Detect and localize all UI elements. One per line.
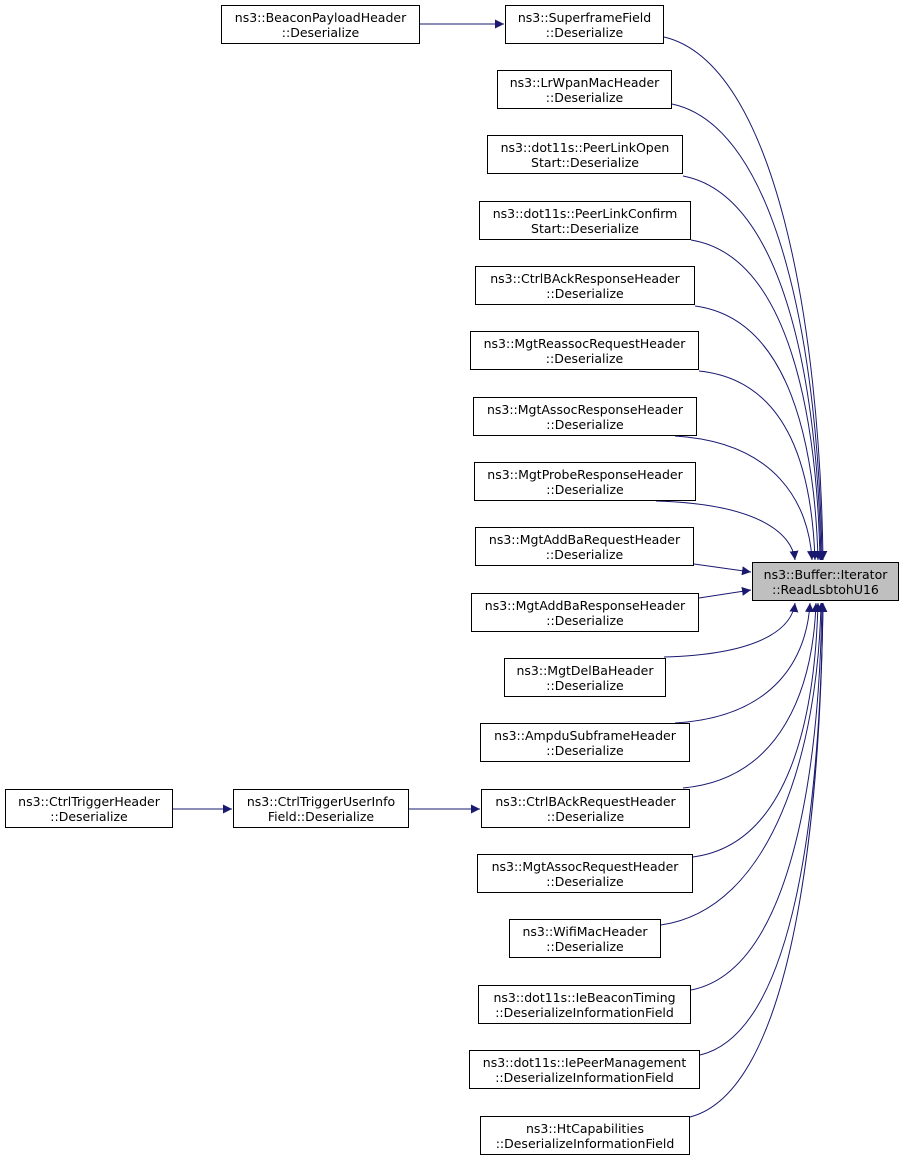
node-label-line2: ::Deserialize <box>545 24 624 40</box>
node-ht-capabilities[interactable]: ns3::HtCapabilities ::DeserializeInforma… <box>480 1116 690 1155</box>
edge-caller-0 <box>663 36 828 561</box>
edge-caller-12 <box>682 602 821 789</box>
node-label-line1: ns3::MgtDelBaHeader <box>516 662 654 678</box>
edge-caller-11 <box>674 602 814 724</box>
node-lrwpan-mac-header[interactable]: ns3::LrWpanMacHeader ::Deserialize <box>497 70 672 109</box>
node-ampdu-subframe-header[interactable]: ns3::AmpduSubframeHeader ::Deserialize <box>480 723 690 762</box>
edge-caller-2 <box>682 175 826 561</box>
edge-caller-13 <box>692 602 823 858</box>
node-label-line1: ns3::AmpduSubframeHeader <box>494 727 676 743</box>
node-label-line1: ns3::MgtAssocResponseHeader <box>486 401 684 417</box>
node-label-line1: ns3::SuperframeField <box>517 9 652 25</box>
node-label-line1: ns3::CtrlBAckResponseHeader <box>490 270 680 286</box>
node-label-line2: ::Deserialize <box>546 808 625 824</box>
node-mgt-addba-response-header[interactable]: ns3::MgtAddBaResponseHeader ::Deserializ… <box>471 593 699 632</box>
node-mgt-assoc-response-header[interactable]: ns3::MgtAssocResponseHeader ::Deserializ… <box>473 397 697 436</box>
node-mgt-reassoc-request-header[interactable]: ns3::MgtReassocRequestHeader ::Deseriali… <box>470 331 699 370</box>
node-label-line2: ::DeserializeInformationField <box>495 1069 674 1085</box>
edge-caller-1 <box>671 103 827 561</box>
node-label-line1: ns3::dot11s::PeerLinkConfirm <box>492 205 678 221</box>
node-label-line2: ::DeserializeInformationField <box>495 1004 674 1020</box>
node-mgt-delba-header[interactable]: ns3::MgtDelBaHeader ::Deserialize <box>504 658 666 697</box>
node-label-line1: ns3::CtrlTriggerUserInfo <box>246 793 396 809</box>
node-label-line2: ::ReadLsbtohU16 <box>772 581 879 597</box>
node-label-line1: ns3::MgtAddBaResponseHeader <box>484 597 686 613</box>
node-label-line1: ns3::dot11s::IePeerManagement <box>482 1054 687 1070</box>
node-ie-peer-management[interactable]: ns3::dot11s::IePeerManagement ::Deserial… <box>469 1050 700 1089</box>
node-label-line2: Start::Deserialize <box>531 154 639 170</box>
edge-caller-15 <box>690 602 827 991</box>
node-label-line2: ::Deserialize <box>546 285 624 301</box>
node-label-line1: ns3::Buffer::Iterator <box>763 566 888 582</box>
node-label-line2: ::Deserialize <box>545 546 624 562</box>
edge-caller-8 <box>693 563 752 576</box>
node-ctrl-back-request-header[interactable]: ns3::CtrlBAckRequestHeader ::Deserialize <box>481 789 690 828</box>
node-label-line1: ns3::MgtAddBaRequestHeader <box>488 531 681 547</box>
node-ctrl-trigger-header[interactable]: ns3::CtrlTriggerHeader ::Deserialize <box>5 789 173 828</box>
node-label-line2: ::Deserialize <box>546 416 624 432</box>
node-label-line2: Start::Deserialize <box>531 220 639 236</box>
node-beacon-payload-header[interactable]: ns3::BeaconPayloadHeader ::Deserialize <box>221 5 420 44</box>
node-label-line2: Field::Deserialize <box>267 808 375 824</box>
edge-caller-6 <box>674 435 817 561</box>
node-label-line1: ns3::BeaconPayloadHeader <box>234 9 407 25</box>
node-label-line2: ::DeserializeInformationField <box>495 1135 675 1151</box>
node-label-line1: ns3::dot11s::IeBeaconTiming <box>493 989 676 1005</box>
edge-caller-17 <box>689 602 828 1118</box>
node-ie-beacon-timing[interactable]: ns3::dot11s::IeBeaconTiming ::Deserializ… <box>478 985 691 1024</box>
edge-caller-16 <box>699 602 828 1056</box>
edge-caller-3 <box>690 239 825 561</box>
node-label-line1: ns3::MgtReassocRequestHeader <box>483 335 686 351</box>
edge-caller-14 <box>660 602 826 926</box>
node-label-line2: ::Deserialize <box>546 677 624 693</box>
node-label-line2: ::Deserialize <box>546 873 624 889</box>
node-label-line1: ns3::dot11s::PeerLinkOpen <box>500 139 670 155</box>
node-label-line2: ::Deserialize <box>545 89 624 105</box>
node-label-line2: ::Deserialize <box>50 808 128 824</box>
node-label-line2: ::Deserialize <box>281 24 360 40</box>
edge-caller-7 <box>655 500 799 561</box>
node-target-read-lsbtoh-u16[interactable]: ns3::Buffer::Iterator ::ReadLsbtohU16 <box>752 562 899 601</box>
node-label-line1: ns3::LrWpanMacHeader <box>509 74 660 90</box>
node-peer-link-confirm-start[interactable]: ns3::dot11s::PeerLinkConfirm Start::Dese… <box>479 201 691 240</box>
edge-caller-9 <box>698 586 752 599</box>
node-label-line2: ::Deserialize <box>545 350 624 366</box>
node-mgt-addba-request-header[interactable]: ns3::MgtAddBaRequestHeader ::Deserialize <box>475 527 694 566</box>
edge-caller-5 <box>698 370 820 561</box>
node-label-line1: ns3::WifiMacHeader <box>522 923 648 939</box>
node-label-line1: ns3::MgtProbeResponseHeader <box>487 466 683 482</box>
node-mgt-assoc-request-header[interactable]: ns3::MgtAssocRequestHeader ::Deserialize <box>477 854 693 893</box>
node-label-line2: ::Deserialize <box>546 938 624 954</box>
edge-caller-10 <box>663 602 799 658</box>
node-label-line1: ns3::HtCapabilities <box>525 1120 645 1136</box>
node-label-line1: ns3::CtrlBAckRequestHeader <box>495 793 676 809</box>
node-superframe-field[interactable]: ns3::SuperframeField ::Deserialize <box>505 5 664 44</box>
node-wifi-mac-header[interactable]: ns3::WifiMacHeader ::Deserialize <box>509 919 661 958</box>
node-label-line1: ns3::MgtAssocRequestHeader <box>491 858 679 874</box>
node-mgt-probe-response-header[interactable]: ns3::MgtProbeResponseHeader ::Deserializ… <box>474 462 696 501</box>
node-label-line2: ::Deserialize <box>546 612 624 628</box>
node-label-line2: ::Deserialize <box>546 742 624 758</box>
edge-caller-4 <box>694 305 823 561</box>
node-label-line1: ns3::CtrlTriggerHeader <box>18 793 160 809</box>
node-label-line2: ::Deserialize <box>546 481 624 497</box>
node-peer-link-open-start[interactable]: ns3::dot11s::PeerLinkOpen Start::Deseria… <box>487 135 683 174</box>
node-ctrl-back-response-header[interactable]: ns3::CtrlBAckResponseHeader ::Deserializ… <box>475 266 695 305</box>
node-ctrl-trigger-user-info-field[interactable]: ns3::CtrlTriggerUserInfo Field::Deserial… <box>233 789 409 828</box>
